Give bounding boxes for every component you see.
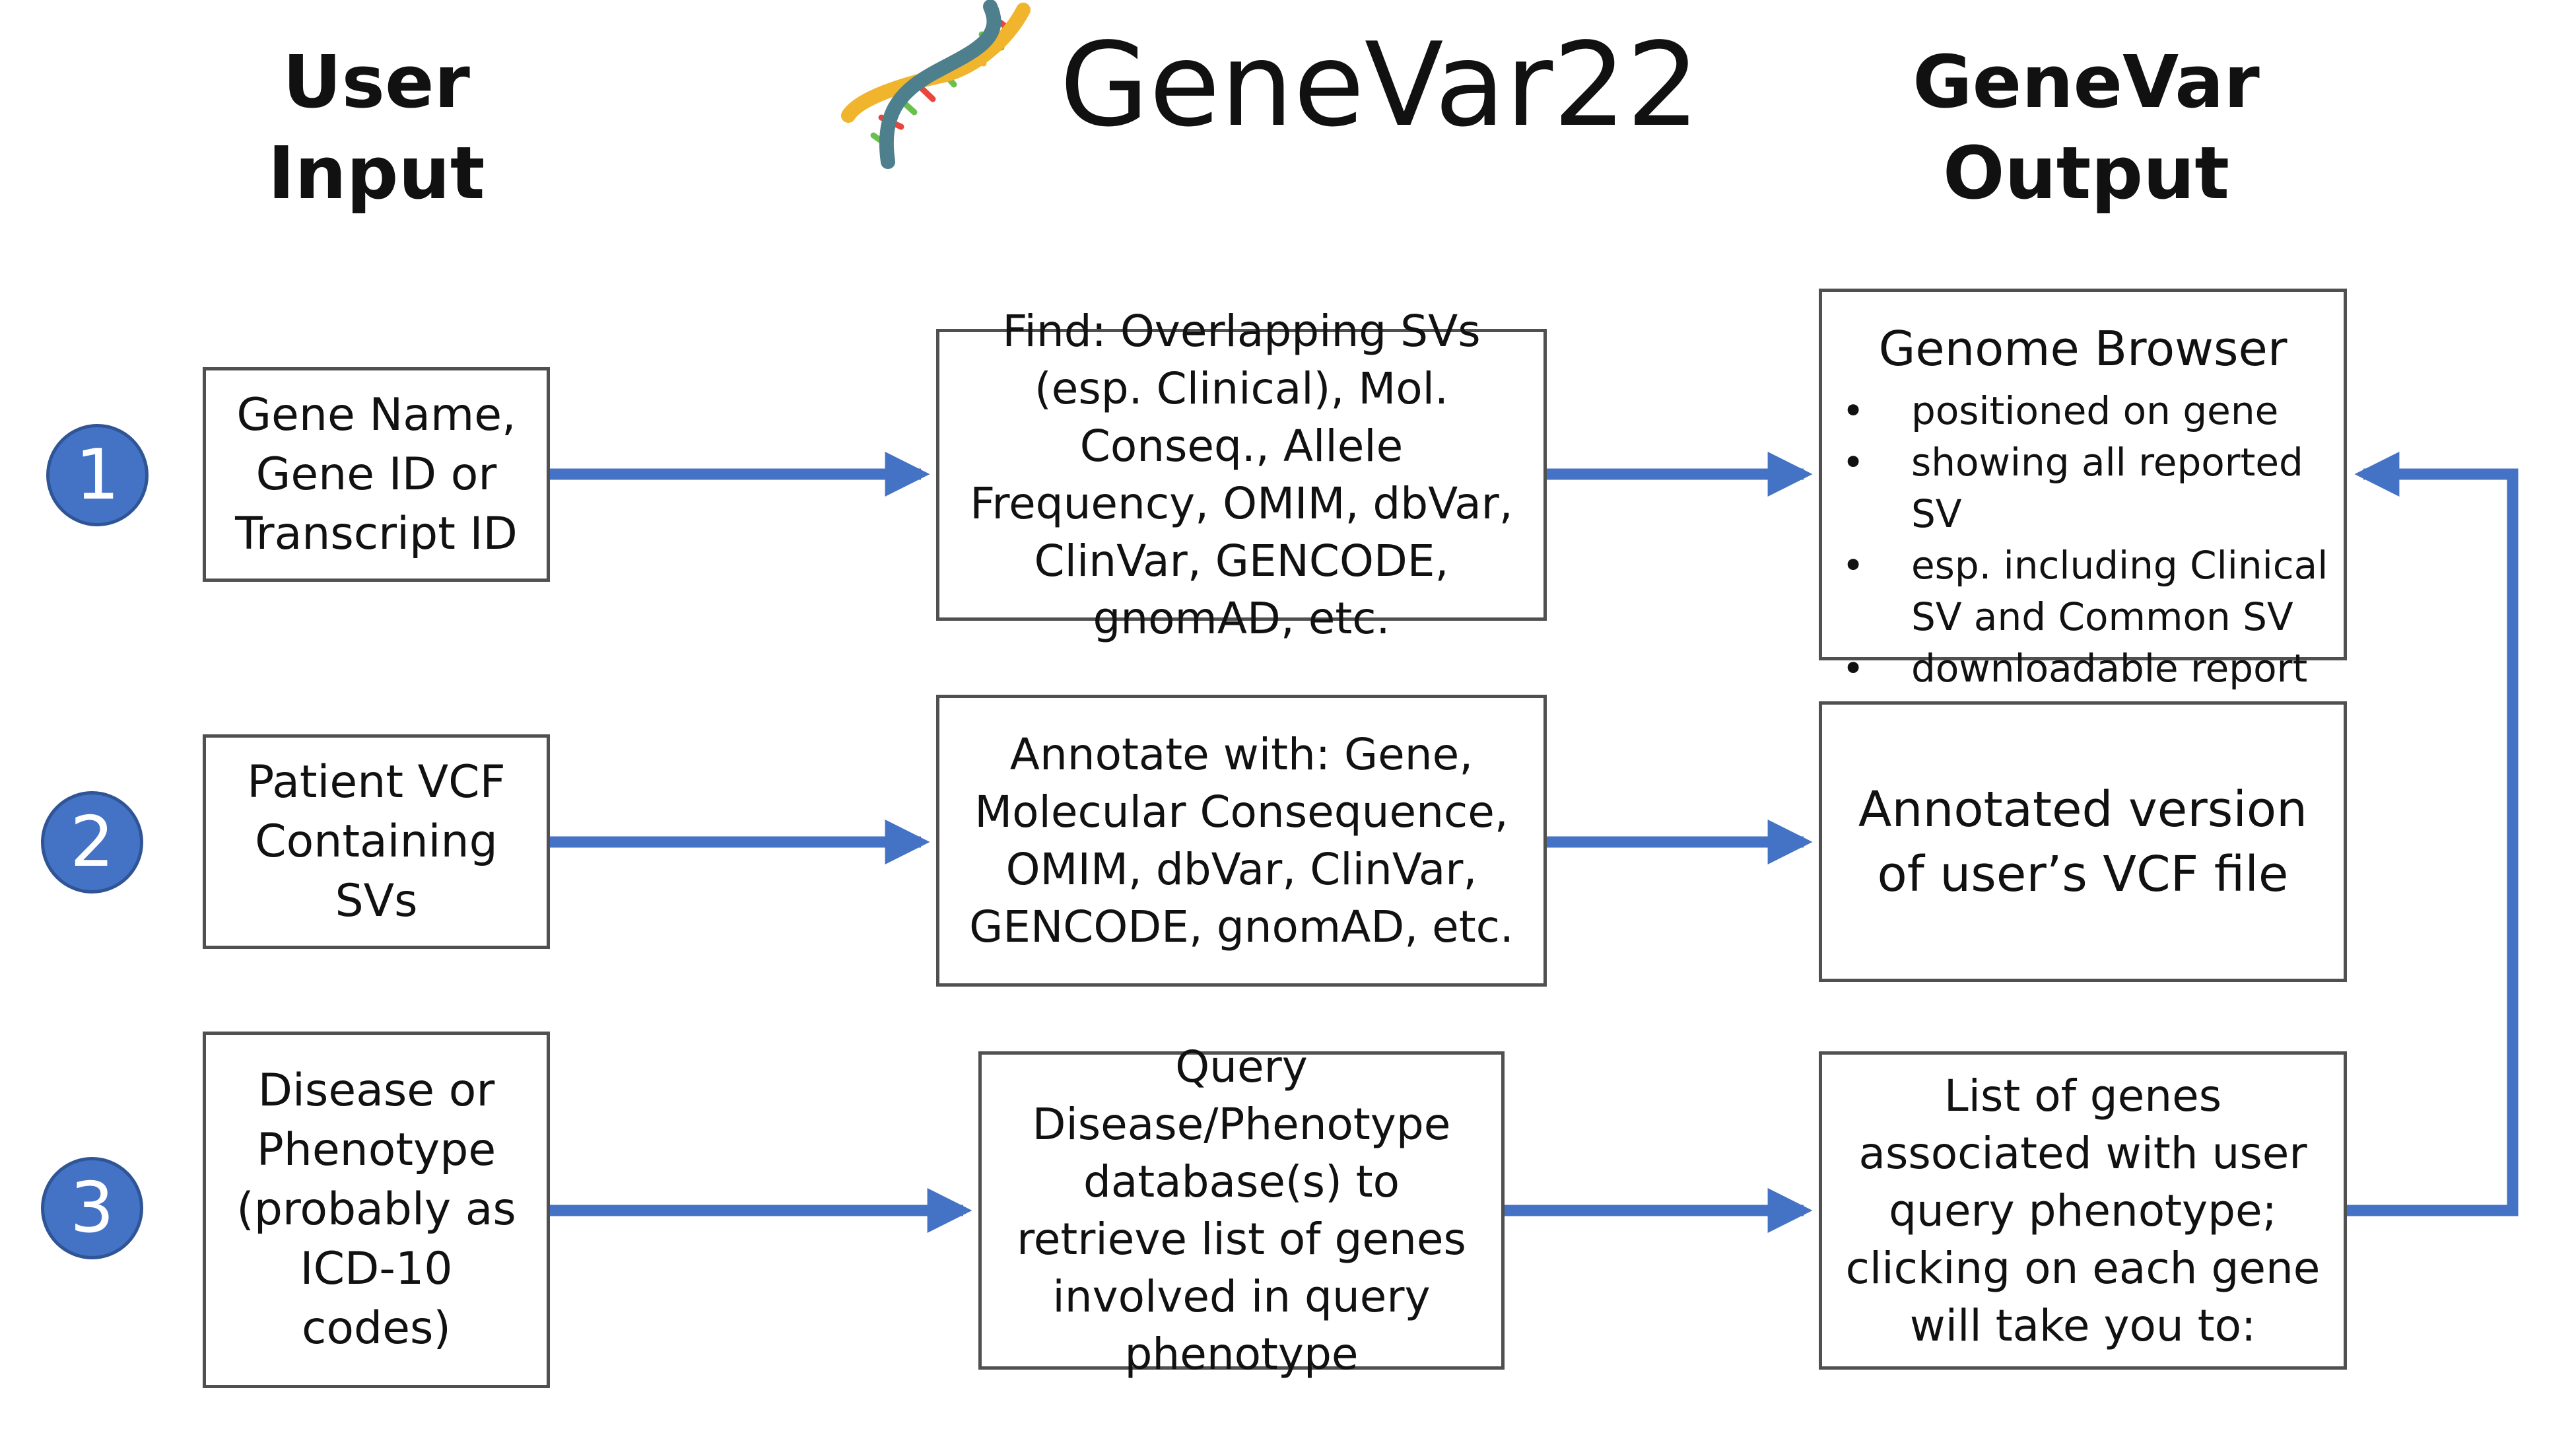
input-box-phenotype: Disease or Phenotype (probably as ICD-10… <box>203 1032 550 1388</box>
process-box-annotate-text: Annotate with: Gene, Molecular Consequen… <box>969 729 1514 952</box>
list-item: •esp. including Clinical SV and Common S… <box>1842 543 2328 639</box>
output-box-genome-browser: Genome Browser •positioned on gene •show… <box>1819 289 2347 691</box>
genevar-output-heading: GeneVar Output <box>1913 40 2260 215</box>
output-box-gene-list: List of genes associated with user query… <box>1819 1051 2347 1370</box>
app-title: GeneVar22 <box>1060 18 1700 153</box>
output-box-gene-list-text: List of genes associated with user query… <box>1845 1070 2321 1351</box>
process-box-find: Find: Overlapping SVs (esp. Clinical), M… <box>936 306 1547 644</box>
step-2-badge: 2 <box>41 791 143 894</box>
process-box-annotate: Annotate with: Gene, Molecular Consequen… <box>936 695 1547 987</box>
step-1-badge: 1 <box>46 424 149 526</box>
feedback-arrow-output3-to-output1 <box>2347 452 2519 1216</box>
dna-icon <box>841 0 1031 169</box>
input-box-gene: Gene Name, Gene ID or Transcript ID <box>203 367 550 582</box>
step-3-badge: 3 <box>41 1157 143 1259</box>
list-item: •showing all reported SV <box>1842 440 2303 536</box>
genome-browser-title: Genome Browser <box>1878 321 2288 376</box>
input-box-vcf-text: Patient VCF Containing SVs <box>247 755 506 927</box>
list-item: •positioned on gene <box>1842 388 2279 433</box>
process-box-find-text: Find: Overlapping SVs (esp. Clinical), M… <box>970 306 1513 644</box>
output-box-annotated-vcf: Annotated version of user’s VCF file <box>1819 701 2347 982</box>
process-box-query: Query Disease/Phenotype database(s) to r… <box>978 1041 1505 1380</box>
input-box-gene-text: Gene Name, Gene ID or Transcript ID <box>235 388 518 560</box>
output-box-annotated-vcf-text: Annotated version of user’s VCF file <box>1858 781 2308 903</box>
input-box-phenotype-text: Disease or Phenotype (probably as ICD-10… <box>236 1065 516 1354</box>
genome-browser-list: •positioned on gene •showing all reporte… <box>1822 385 2344 694</box>
process-box-query-text: Query Disease/Phenotype database(s) to r… <box>1017 1041 1466 1380</box>
list-item: •downloadable report <box>1842 646 2308 691</box>
input-box-vcf: Patient VCF Containing SVs <box>203 734 550 949</box>
user-input-heading: User Input <box>267 40 485 215</box>
